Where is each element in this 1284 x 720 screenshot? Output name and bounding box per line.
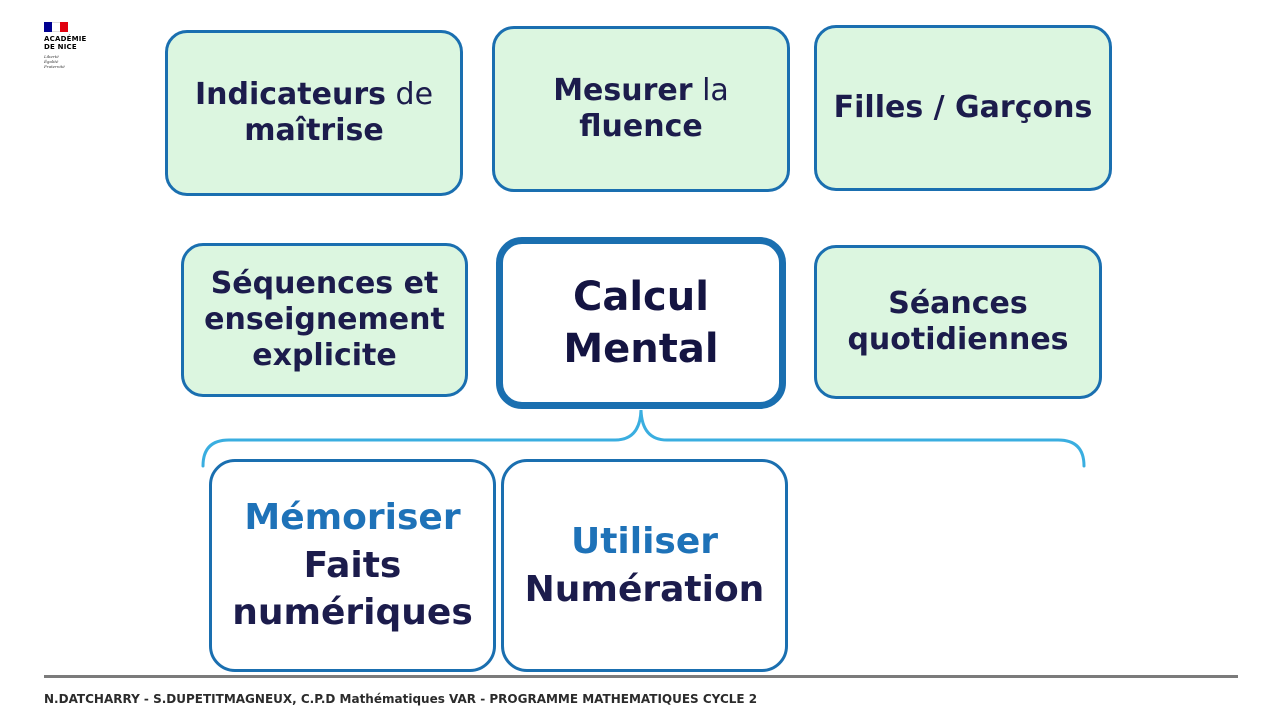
box-utiliser-accent: Utiliser [570,520,719,562]
box-filles-garcons: Filles / Garçons [814,25,1112,191]
logo-title: ACADÉMIE DE NICE [44,35,104,51]
logo-motto: Liberté Égalité Fraternité [44,54,104,69]
box-indicateurs-word1: Indicateurs [194,77,386,112]
logo-title-line1: ACADÉMIE [44,35,87,43]
logo-motto-line1: Liberté [44,54,59,59]
logo-motto-line2: Égalité [44,59,59,64]
box-filles-garcons-label: Filles / Garçons [833,90,1093,125]
box-seances-line2: quotidiennes [847,322,1069,357]
box-sequences-line2: enseignement [204,302,445,337]
box-mesurer-word1: Mesurer [553,73,693,108]
box-seances-quotidiennes: Séances quotidiennes [814,245,1102,399]
box-memoriser-line3: numériques [232,592,473,634]
box-memoriser-line2: Faits [303,544,402,586]
box-calcul-line2: Mental [563,326,719,372]
box-memoriser-accent: Mémoriser [244,497,461,539]
box-sequences-enseignement: Séquences et enseignement explicite [181,243,468,397]
box-mesurer-fluence: Mesurer la fluence [492,26,790,192]
footer-divider [44,675,1238,678]
box-seances-line1: Séances [888,286,1028,321]
box-sequences-line1: Séquences et [210,266,439,301]
box-mesurer-word2: la [692,73,729,108]
box-calcul-line1: Calcul [573,274,709,320]
french-flag-icon [44,22,68,32]
academie-logo: ACADÉMIE DE NICE Liberté Égalité Fratern… [44,22,104,78]
footer-credits: N.DATCHARRY - S.DUPETITMAGNEUX, C.P.D Ma… [44,692,758,706]
box-sequences-line3: explicite [252,338,397,373]
logo-title-line2: DE NICE [44,43,77,51]
box-mesurer-line2: fluence [579,109,703,144]
box-memoriser-faits: Mémoriser Faits numériques [209,459,496,672]
box-indicateurs-line2: maîtrise [244,113,384,148]
box-utiliser-line2: Numération [524,568,765,610]
box-indicateurs-word2: de [385,77,434,112]
box-utiliser-numeration: Utiliser Numération [501,459,788,672]
logo-motto-line3: Fraternité [44,64,65,69]
box-indicateurs-maitrise: Indicateurs de maîtrise [165,30,463,196]
box-calcul-mental: Calcul Mental [496,237,786,409]
